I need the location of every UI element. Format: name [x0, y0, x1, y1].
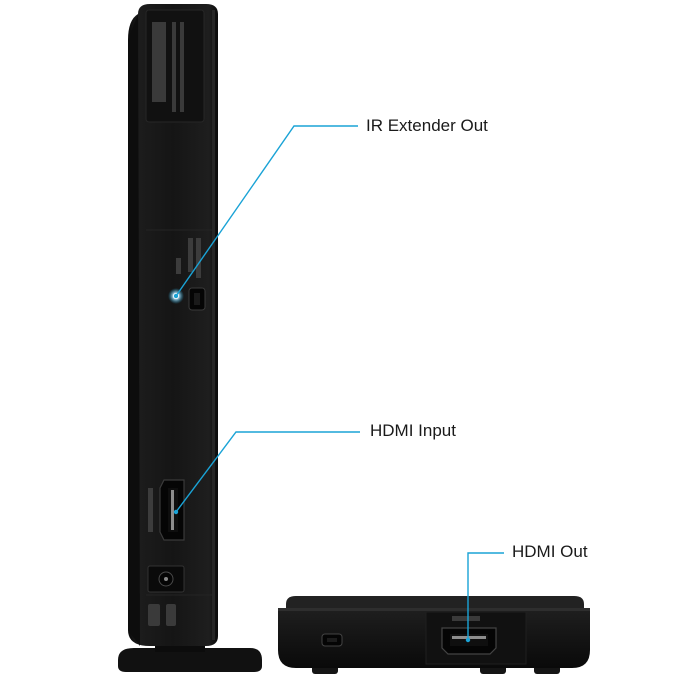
mini-usb-port-icon: [321, 633, 343, 647]
tower-stand: [118, 648, 262, 672]
receiver-box: [278, 596, 590, 674]
tower-logo-mark: [152, 22, 184, 112]
callout-line-hdmi-out: [467, 552, 504, 640]
callout-label-ir-extender-out: IR Extender Out: [366, 116, 488, 135]
callout-label-hdmi-input: HDMI Input: [370, 421, 456, 440]
callout-line-ir: [175, 125, 358, 297]
mini-usb-port-icon: [188, 287, 206, 311]
callout-lines: [173, 125, 504, 643]
transmitter-tower: [118, 4, 262, 672]
hdmi-port-icon: [159, 479, 185, 541]
power-jack-icon: [147, 565, 185, 593]
callout-label-hdmi-out: HDMI Out: [512, 542, 588, 561]
callout-line-hdmi-in: [175, 431, 360, 513]
